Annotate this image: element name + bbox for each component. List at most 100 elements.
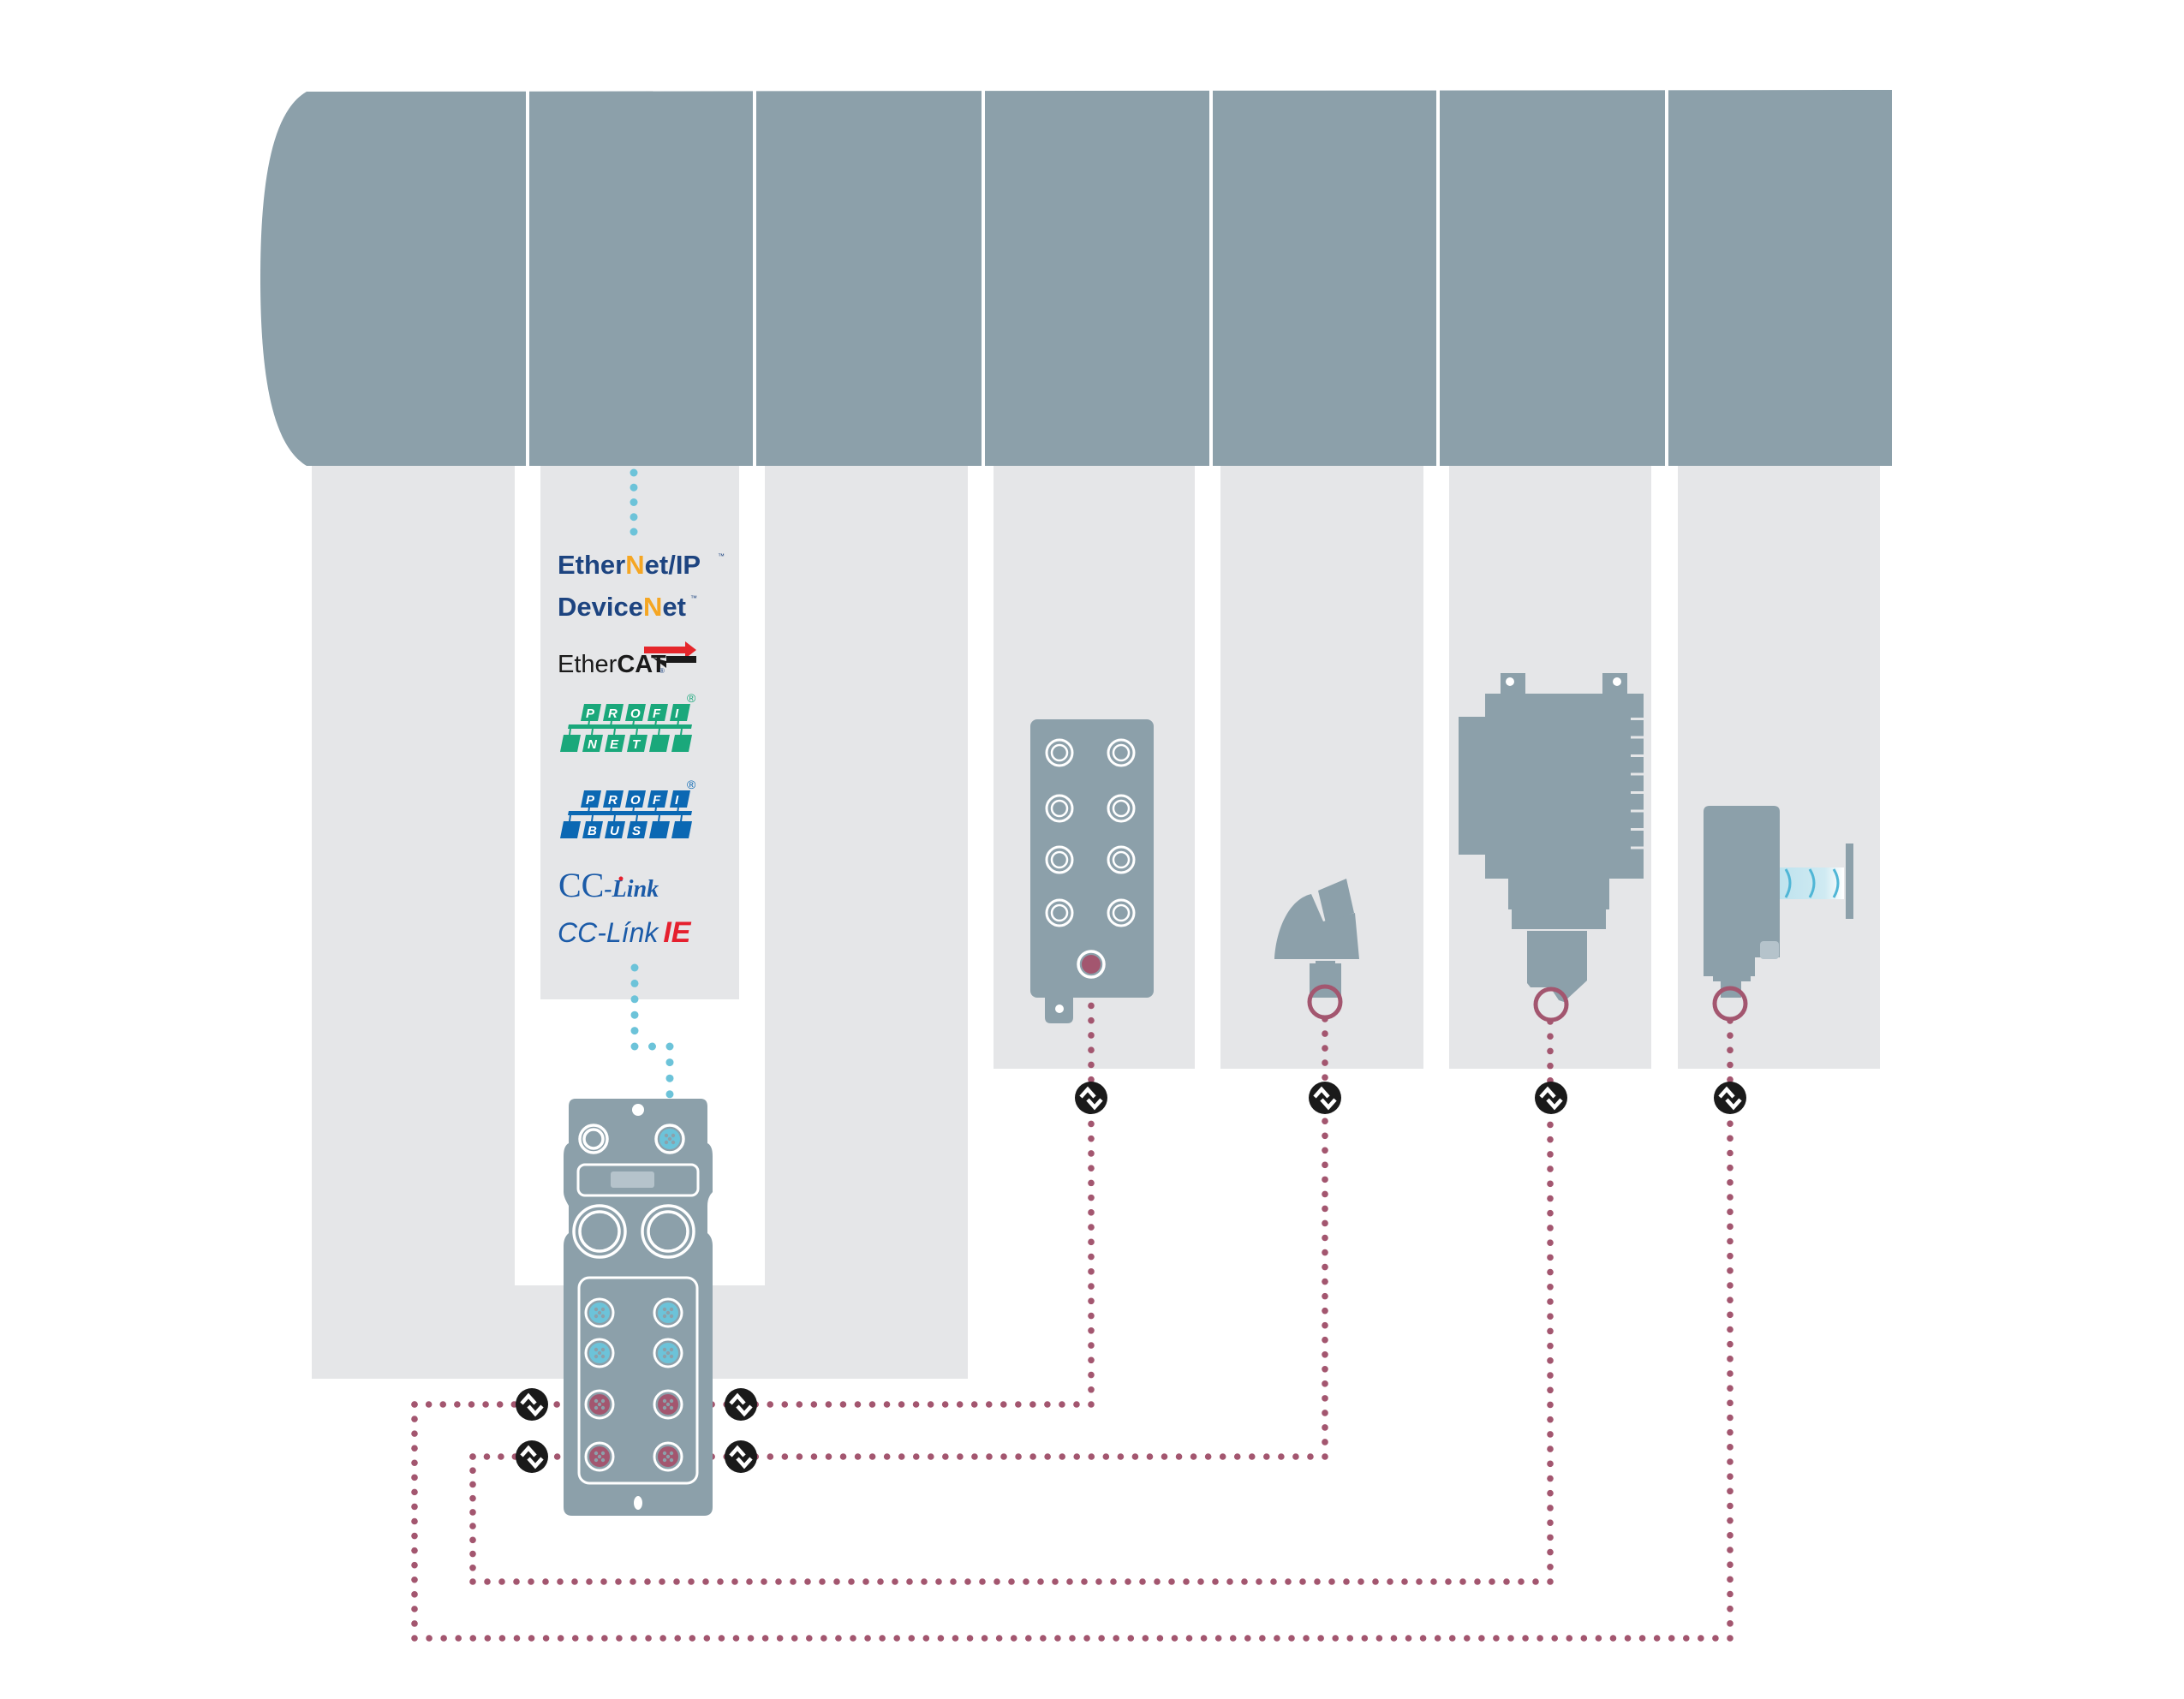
profi-bus-line — [568, 724, 692, 729]
profi-stub — [613, 728, 616, 736]
io-link-dot — [1547, 1298, 1554, 1305]
io-port[interactable] — [653, 1441, 683, 1472]
io-module[interactable] — [564, 959, 1096, 1516]
io-link-dot — [1066, 1578, 1073, 1585]
bidirectional-exchange-icon — [1309, 1082, 1341, 1114]
io-port-pin — [662, 1451, 667, 1456]
field-device-valve-actuator[interactable] — [1459, 673, 1644, 1022]
power-port-1[interactable] — [572, 1204, 627, 1259]
io-link-dot — [1088, 1283, 1095, 1290]
profi-block — [560, 735, 581, 752]
sensor-connector-ring[interactable] — [1307, 984, 1343, 1020]
hub-port[interactable] — [1107, 738, 1136, 767]
valve-connector-ring[interactable] — [1533, 987, 1569, 1022]
profi-block — [582, 735, 603, 752]
io-link-dot — [1088, 1386, 1095, 1393]
io-link-dot — [673, 1578, 680, 1585]
io-link-dot — [1503, 1578, 1510, 1585]
io-port-frame — [577, 1276, 699, 1485]
hub-port[interactable] — [1045, 845, 1074, 874]
fieldbus-port-out[interactable] — [654, 1124, 685, 1154]
hub-port[interactable] — [1045, 794, 1074, 823]
io-link-dot — [717, 1578, 724, 1585]
io-port-pin — [600, 1314, 606, 1319]
io-link-dot — [1088, 1253, 1095, 1261]
io-link-dot — [767, 1401, 774, 1408]
io-link-dot — [1285, 1578, 1292, 1585]
io-link-dot — [1698, 1635, 1704, 1642]
io-link-dot — [1372, 1578, 1379, 1585]
io-hub-connector[interactable] — [1077, 950, 1106, 979]
io-link-dot — [937, 1635, 945, 1642]
fieldbus-link-dot — [665, 1090, 674, 1099]
io-link-dot — [528, 1578, 534, 1585]
io-port-pin — [600, 1347, 606, 1352]
io-link-dot — [411, 1606, 418, 1613]
chevron-down-icon — [736, 1457, 753, 1469]
io-link-dot — [854, 1453, 862, 1460]
io-port-pin — [662, 1314, 667, 1319]
panel-slot-7 — [1678, 466, 1880, 1069]
io-link-dot — [1727, 1046, 1733, 1054]
io-port-pin — [600, 1354, 606, 1359]
io-link-dot — [1547, 1431, 1554, 1438]
beam-wave — [1832, 868, 1840, 898]
io-link-dot — [941, 1401, 949, 1408]
io-link-dot — [862, 1578, 869, 1585]
io-link-dot — [1088, 1297, 1095, 1305]
io-link-dot — [804, 1578, 811, 1585]
profi-stub — [591, 728, 594, 736]
io-link-dot — [1322, 1147, 1328, 1154]
fin-gap — [1631, 846, 1644, 850]
io-port[interactable] — [653, 1297, 683, 1328]
field-device-io-hub[interactable] — [1030, 719, 1154, 1023]
io-link-dot — [469, 1523, 476, 1529]
io-link-dot — [1156, 1635, 1164, 1642]
field-device-angled-sensor[interactable] — [1274, 879, 1359, 1020]
fin-gap — [1631, 754, 1644, 757]
fieldbus-port-in[interactable] — [578, 1124, 609, 1154]
io-link-dot — [810, 1401, 818, 1408]
photo-sensor-connector-ring[interactable] — [1712, 986, 1748, 1022]
io-link-dot — [1088, 1046, 1095, 1054]
io-port[interactable] — [584, 1441, 615, 1472]
svg-text:CC-Link: CC-Link — [558, 866, 659, 904]
io-link-dot — [1727, 1297, 1733, 1303]
io-link-dot — [1322, 1307, 1328, 1314]
io-link-dot — [747, 1635, 755, 1642]
io-link-dot — [411, 1445, 418, 1452]
io-port[interactable] — [653, 1338, 683, 1368]
io-link-dot — [1727, 1590, 1733, 1598]
fieldbus-link-dot — [630, 498, 638, 506]
hub-port-inner — [1050, 850, 1069, 869]
io-link-dot — [645, 1635, 652, 1642]
io-link-dot — [483, 1453, 491, 1460]
hub-port[interactable] — [1045, 738, 1074, 767]
io-link-dot — [820, 1635, 827, 1642]
io-link-dot — [1278, 1453, 1285, 1460]
io-port-pin — [600, 1398, 606, 1404]
power-port-2[interactable] — [641, 1204, 695, 1259]
io-port[interactable] — [584, 1389, 615, 1420]
io-link-dot — [985, 1401, 993, 1408]
hub-port[interactable] — [1107, 898, 1136, 927]
io-link-dot — [557, 1578, 564, 1585]
io-port[interactable] — [653, 1389, 683, 1420]
io-link-dot — [440, 1635, 447, 1642]
io-port[interactable] — [584, 1338, 615, 1368]
hub-port[interactable] — [1107, 794, 1136, 823]
field-device-photoelectric-sensor[interactable] — [1704, 806, 1853, 1022]
io-hub-connector-fill — [1082, 955, 1101, 974]
hub-port[interactable] — [1107, 845, 1136, 874]
io-port[interactable] — [584, 1297, 615, 1328]
io-link-dot — [1522, 1635, 1529, 1642]
hub-port[interactable] — [1045, 898, 1074, 927]
io-link-dot — [469, 1550, 476, 1558]
io-link-dot — [1322, 1219, 1328, 1227]
io-link-dot — [1233, 1453, 1241, 1460]
io-link-dot — [1609, 1635, 1617, 1642]
profi-block — [671, 821, 692, 838]
io-link-dot — [1322, 1176, 1328, 1183]
io-link-dot — [659, 1635, 666, 1642]
